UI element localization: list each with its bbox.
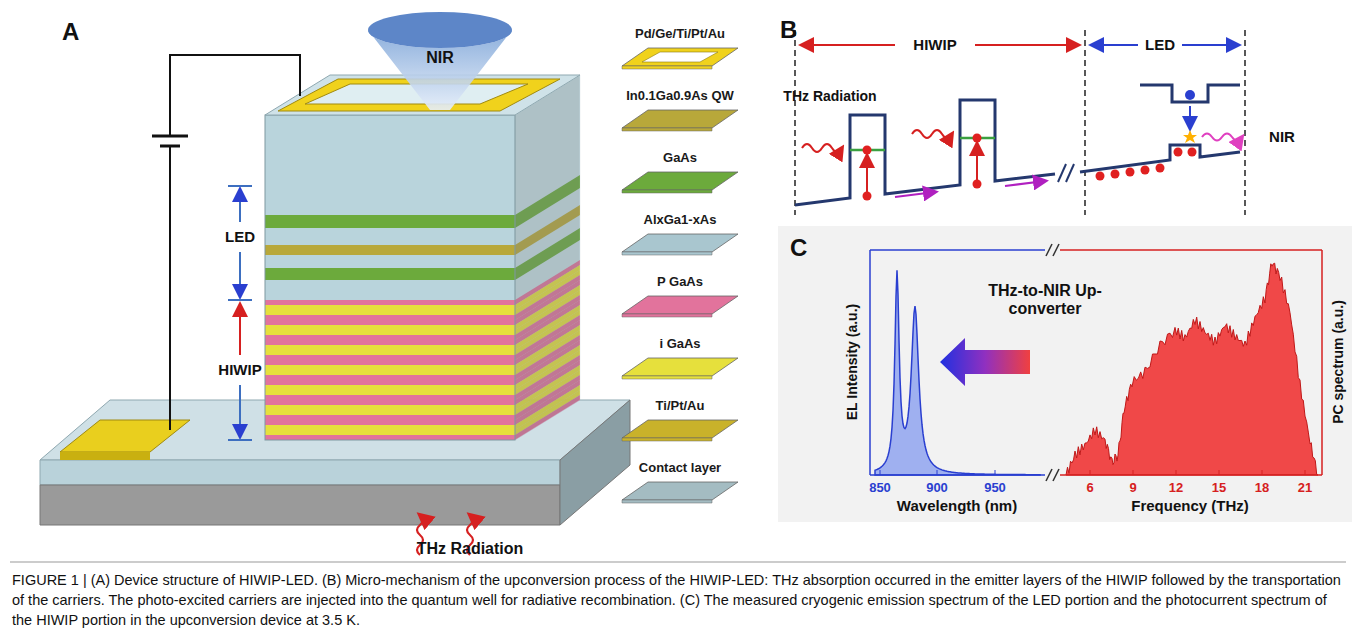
panel-letter: B xyxy=(780,16,797,44)
tick-label: 6 xyxy=(1086,481,1093,496)
axis-title: PC spectrum (a.u.) xyxy=(1330,300,1346,424)
tick-label: 9 xyxy=(1129,481,1136,496)
axis-title: Frequency (THz) xyxy=(1131,497,1249,514)
layer-legend-item: Ti/Pt/Au xyxy=(615,398,745,442)
layer-legend-item: In0.1Ga0.9As QW xyxy=(615,88,745,132)
axis-title: EL Intensity (a.u.) xyxy=(844,304,860,420)
tick-label: 12 xyxy=(1169,481,1183,496)
legend-text: Ti/Pt/Au xyxy=(656,398,705,413)
layer-legend-item: GaAs xyxy=(615,150,745,194)
legend-swatch xyxy=(620,478,740,504)
radiation-label: THz Radiation xyxy=(417,540,524,558)
legend-text: Pd/Ge/Ti/Pt/Au xyxy=(635,26,725,41)
tick-label: 950 xyxy=(984,481,1006,496)
beam-label: NIR xyxy=(426,49,454,67)
tick-label: 850 xyxy=(869,481,891,496)
legend-swatch xyxy=(620,168,740,194)
legend-swatch xyxy=(620,44,740,70)
region-label: HIWIP xyxy=(913,36,956,53)
tick-label: 21 xyxy=(1298,481,1312,496)
legend-text: Contact layer xyxy=(639,460,721,475)
axis-title: Wavelength (nm) xyxy=(897,497,1017,514)
legend-swatch xyxy=(620,230,740,256)
legend-swatch xyxy=(620,416,740,442)
region-label: HIWIP xyxy=(218,361,261,378)
emission-label: NIR xyxy=(1269,128,1295,145)
panel-letter: C xyxy=(790,234,807,262)
legend-text: P GaAs xyxy=(657,274,703,289)
legend-swatch xyxy=(620,106,740,132)
region-label: LED xyxy=(225,228,255,245)
region-label: LED xyxy=(1145,36,1175,53)
legend-swatch xyxy=(620,292,740,318)
layer-legend-item: AlxGa1-xAs xyxy=(615,212,745,256)
legend-text: In0.1Ga0.9As QW xyxy=(626,88,734,103)
layer-legend-item: i GaAs xyxy=(615,336,745,380)
tick-label: 15 xyxy=(1212,481,1226,496)
layer-legend-item: Contact layer xyxy=(615,460,745,504)
process-label: THz-to-NIR Up-converter xyxy=(980,282,1110,319)
radiation-label: THz Radiation xyxy=(783,88,876,104)
layer-legend-item: Pd/Ge/Ti/Pt/Au xyxy=(615,26,745,70)
legend-text: i GaAs xyxy=(659,336,700,351)
figure-caption: FIGURE 1 | (A) Device structure of HIWIP… xyxy=(12,570,1344,630)
tick-label: 18 xyxy=(1255,481,1269,496)
tick-label: 900 xyxy=(926,481,948,496)
legend-text: GaAs xyxy=(663,150,697,165)
panel-letter: A xyxy=(62,18,79,46)
layer-legend-item: P GaAs xyxy=(615,274,745,318)
legend-text: AlxGa1-xAs xyxy=(644,212,717,227)
legend-swatch xyxy=(620,354,740,380)
